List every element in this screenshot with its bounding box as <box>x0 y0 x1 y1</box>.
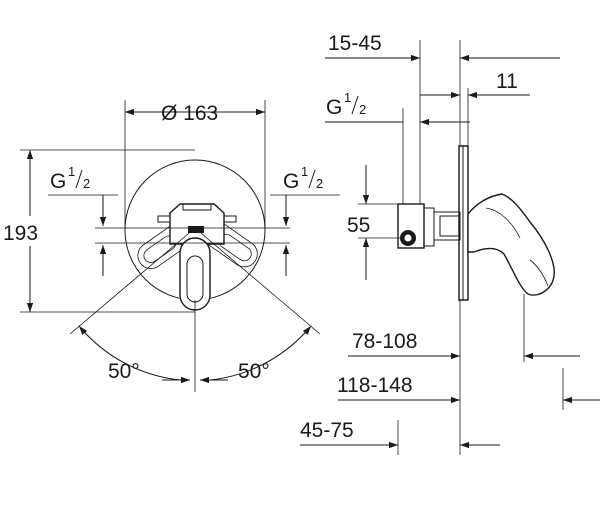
front-view: Ø 163 193 G 1 2 G 1 2 50° 50° <box>0 100 340 392</box>
angle-right-label: 50° <box>238 360 270 383</box>
lever-side <box>467 193 555 296</box>
thread-right-label: G <box>283 170 299 193</box>
side-view: 15-45 11 G 1 2 55 78-108 118-148 45-75 <box>300 32 600 455</box>
plate-offset-label: 11 <box>496 70 518 93</box>
thread-left-num: 1 <box>68 164 75 179</box>
thread-left-label: G <box>50 170 66 193</box>
depth-45-75-label: 45-75 <box>300 419 354 442</box>
angle-left-label: 50° <box>108 360 140 383</box>
valve-body <box>169 203 225 245</box>
thread-right-num: 1 <box>301 164 308 179</box>
lever-handle <box>179 237 211 311</box>
side-thread-den: 2 <box>359 102 366 117</box>
temperature-marker <box>188 226 204 233</box>
diameter-label: Ø 163 <box>161 102 218 125</box>
thread-right-den: 2 <box>316 176 323 191</box>
spacing-label: 55 <box>347 214 370 237</box>
height-label: 193 <box>3 222 38 245</box>
depth-78-108-label: 78-108 <box>352 330 417 353</box>
side-thread-num: 1 <box>344 90 351 105</box>
depth-118-148-label: 118-148 <box>337 374 413 397</box>
side-thread-label: G <box>326 96 342 119</box>
wall-range-label: 15-45 <box>328 32 382 55</box>
thread-left-den: 2 <box>83 176 90 191</box>
